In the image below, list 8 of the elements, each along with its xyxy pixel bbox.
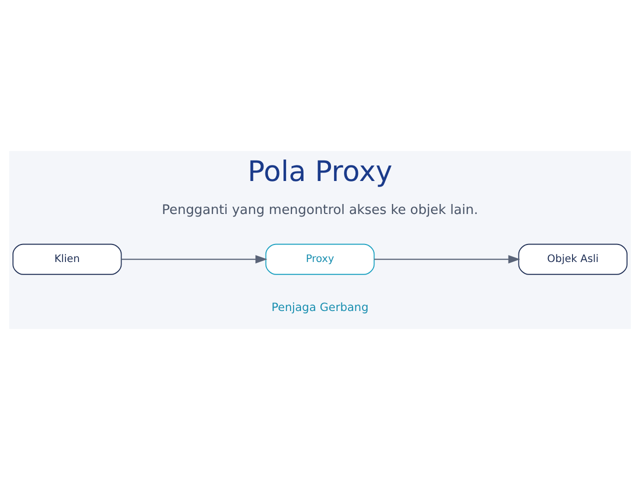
arrow: [121, 255, 268, 264]
label: Pengganti yang mengontrol akses ke objek lain.: [162, 202, 478, 218]
node-box: Klien: [12, 244, 122, 275]
arrow: [374, 255, 520, 264]
node-box: Proxy: [265, 244, 375, 275]
node-label: Penjaga Gerbang: [271, 301, 369, 314]
node-box: Objek Asli: [518, 244, 628, 275]
diagram-title: Pola Proxy: [248, 155, 392, 188]
